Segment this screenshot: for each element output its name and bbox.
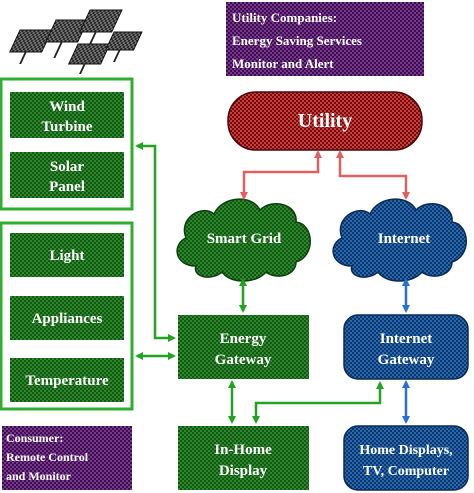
home-displays-node: Home Displays, TV, Computer (343, 425, 469, 491)
consumer-note: Consumer: Remote Control and Monitor (2, 426, 132, 490)
energy-gateway-label-2: Gateway (215, 352, 272, 368)
in-home-display-label-2: Display (219, 463, 268, 479)
utility-label: Utility (298, 110, 352, 132)
appliances-node: Appliances (10, 296, 124, 340)
in-home-display-node: In-Home Display (178, 426, 309, 490)
utility-note-line-3: Monitor and Alert (232, 56, 334, 71)
appliances-label: Appliances (32, 311, 103, 327)
temperature-label: Temperature (25, 373, 109, 389)
smart-grid-label: Smart Grid (207, 231, 282, 247)
consumer-note-line-2: Remote Control (6, 450, 89, 464)
light-node: Light (10, 233, 124, 277)
in-home-display-label-1: In-Home (214, 442, 272, 458)
utility-note-line-1: Utility Companies: (232, 10, 337, 25)
generation-group: Wind Turbine Solar Panel (0, 77, 134, 211)
arrow-generation-energy-gateway (135, 142, 176, 342)
solar-panel-node: Solar Panel (10, 152, 124, 198)
home-displays-label-1: Home Displays, (359, 443, 452, 458)
temperature-node: Temperature (10, 358, 124, 402)
internet-gateway-label-2: Gateway (378, 352, 435, 368)
consumer-note-line-1: Consumer: (6, 431, 63, 445)
energy-gateway-node: Energy Gateway (178, 315, 309, 379)
home-displays-label-2: TV, Computer (363, 464, 449, 479)
internet-cloud: Internet (332, 198, 467, 282)
internet-gateway-node: Internet Gateway (343, 314, 469, 380)
loads-group: Light Appliances Temperature (0, 221, 134, 411)
light-label: Light (49, 248, 84, 264)
internet-label: Internet (378, 231, 431, 247)
wind-turbine-node: Wind Turbine (10, 92, 124, 138)
wind-turbine-label-2: Turbine (41, 119, 92, 135)
smart-grid-cloud: Smart Grid (176, 198, 311, 282)
utility-node: Utility (227, 91, 423, 151)
energy-gateway-label-1: Energy (220, 331, 267, 347)
arrow-in-home-display-internet-gateway (252, 381, 384, 424)
utility-services-note: Utility Companies: Energy Saving Service… (226, 2, 424, 76)
wind-turbine-label-1: Wind (49, 99, 85, 115)
arrow-utility-smart-grid (240, 150, 322, 200)
solar-panel-array-icon (9, 9, 143, 74)
solar-panel-label-1: Solar (50, 159, 85, 175)
internet-gateway-label-1: Internet (380, 331, 433, 347)
solar-panel-label-2: Panel (49, 179, 85, 195)
arrow-utility-internet (336, 150, 410, 200)
consumer-note-line-3: and Monitor (6, 469, 72, 483)
utility-note-line-2: Energy Saving Services (232, 33, 362, 48)
connectors (135, 142, 410, 424)
